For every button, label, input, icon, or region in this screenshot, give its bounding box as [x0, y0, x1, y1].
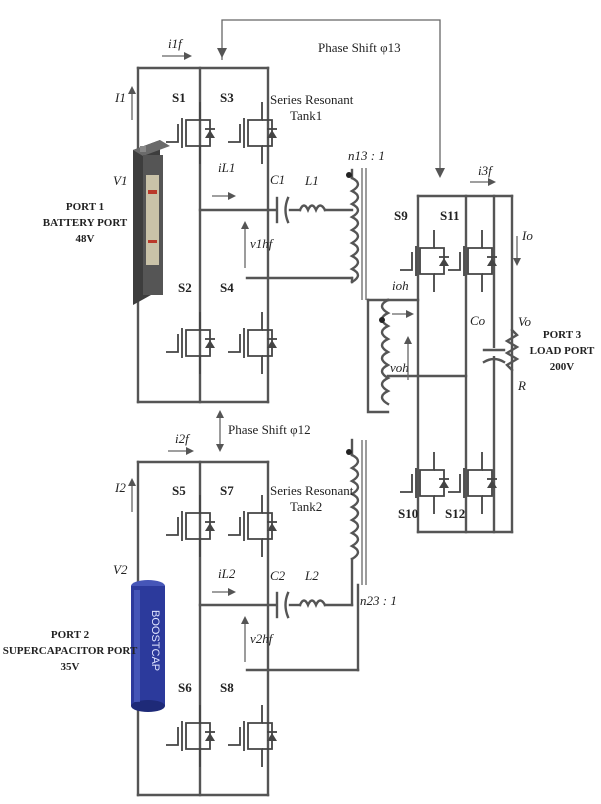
label-R: R — [517, 378, 526, 393]
voltage-V2: V2 — [113, 562, 128, 577]
switch-s12 — [448, 452, 497, 514]
label-C2: C2 — [270, 568, 286, 583]
supercap-brand: BOOSTCAP — [149, 610, 161, 671]
transformer-lower — [346, 438, 367, 585]
current-I1: I1 — [114, 90, 126, 105]
label-s4: S4 — [220, 280, 234, 295]
phase-shift-12-arrow — [216, 410, 224, 452]
inductor-l2 — [298, 599, 327, 608]
inductor-l1 — [298, 204, 327, 213]
label-s12: S12 — [445, 506, 465, 521]
label-L1: L1 — [304, 173, 319, 188]
switch-s11 — [448, 230, 497, 292]
current-i1f: i1f — [168, 36, 184, 51]
switch-s4 — [228, 312, 277, 374]
voltage-v1hf: v1hf — [250, 236, 275, 251]
current-i3f: i3f — [478, 163, 494, 178]
phase-shift-13-arrow — [217, 19, 445, 178]
label-L2: L2 — [304, 568, 319, 583]
voltage-voh: voh — [390, 360, 409, 375]
current-iL1: iL1 — [218, 160, 235, 175]
ratio-n23: n23 : 1 — [360, 593, 397, 608]
capacitor-c1 — [275, 196, 290, 224]
voltage-V1: V1 — [113, 173, 127, 188]
phase-shift-12-label: Phase Shift φ12 — [228, 422, 311, 437]
resistor-r — [504, 328, 520, 372]
transformer-output-winding — [366, 298, 391, 414]
switch-s6 — [166, 705, 215, 767]
switch-s7 — [228, 495, 277, 557]
ratio-n13: n13 : 1 — [348, 148, 385, 163]
label-s9: S9 — [394, 208, 408, 223]
switch-s10 — [400, 452, 449, 514]
label-s8: S8 — [220, 680, 234, 695]
capacitor-co — [482, 348, 506, 364]
switch-s1 — [166, 102, 215, 164]
label-s7: S7 — [220, 483, 234, 498]
label-s2: S2 — [178, 280, 192, 295]
battery-icon — [133, 140, 170, 305]
label-C1: C1 — [270, 172, 285, 187]
label-s11: S11 — [440, 208, 460, 223]
current-ioh: ioh — [392, 278, 409, 293]
current-i2f: i2f — [175, 431, 191, 446]
transformer-upper — [346, 168, 367, 300]
label-s1: S1 — [172, 90, 186, 105]
voltage-v2hf: v2hf — [250, 631, 275, 646]
current-iL2: iL2 — [218, 566, 236, 581]
output-bridge-wires — [386, 194, 514, 534]
current-Io: Io — [521, 228, 533, 243]
supercapacitor-icon: BOOSTCAP — [131, 580, 165, 712]
voltage-Vo: Vo — [518, 314, 532, 329]
label-s5: S5 — [172, 483, 186, 498]
capacitor-c2 — [275, 591, 290, 619]
switch-s3 — [228, 102, 277, 164]
label-s3: S3 — [220, 90, 234, 105]
phase-shift-13-label: Phase Shift φ13 — [318, 40, 401, 55]
label-s10: S10 — [398, 506, 418, 521]
switch-s8 — [228, 705, 277, 767]
label-s6: S6 — [178, 680, 192, 695]
switch-s9 — [400, 230, 449, 292]
current-I2: I2 — [114, 480, 126, 495]
switch-s5 — [166, 495, 215, 557]
label-Co: Co — [470, 313, 486, 328]
switch-s2 — [166, 312, 215, 374]
